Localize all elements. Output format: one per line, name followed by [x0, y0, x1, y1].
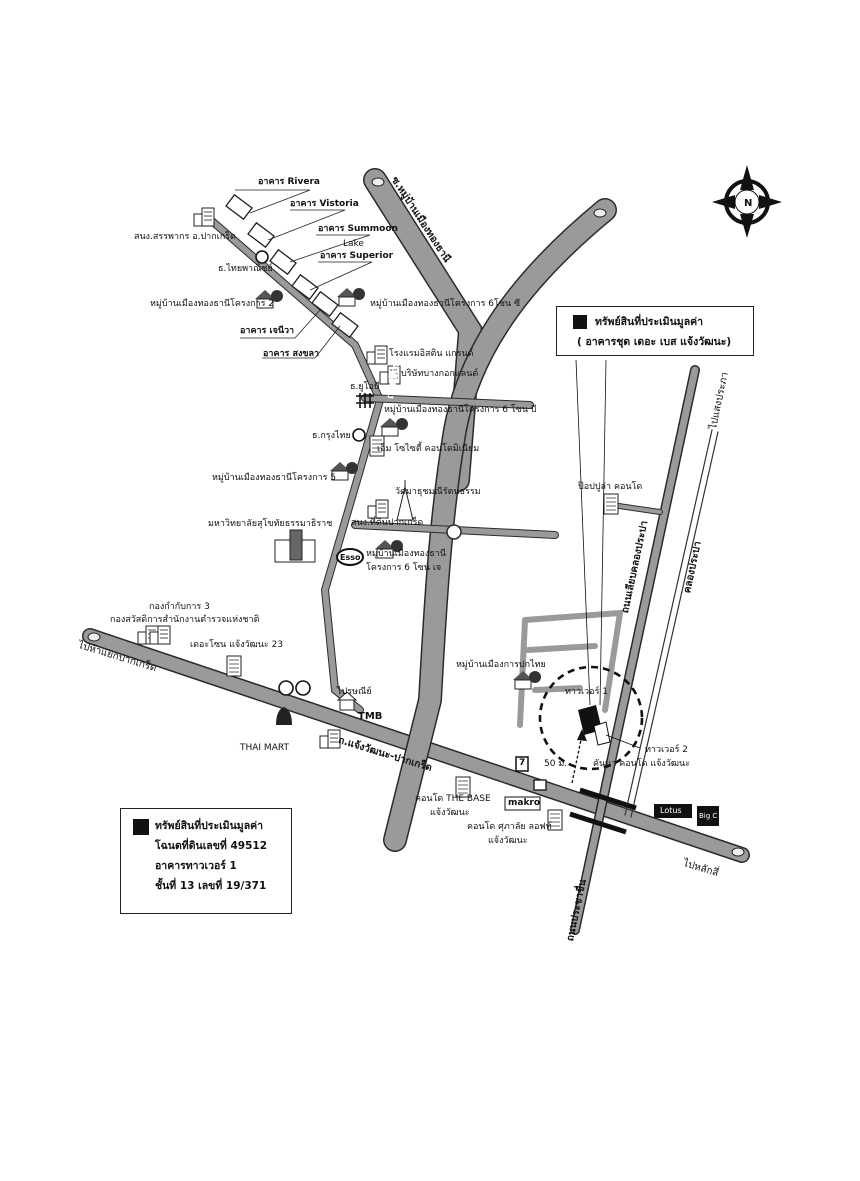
label-big-c: Big C [699, 812, 718, 820]
uob-bank-icon [356, 393, 374, 408]
label-bangkok-land: บริษัทบางกอกแลนด์ [401, 369, 479, 379]
label-revenue-office: สนง.สรรพากร อ.ปากเกร็ด [134, 232, 236, 242]
label-police-welfare: กองสวัสดิการสำนักงานตำรวจแห่งชาติ [110, 615, 260, 625]
label-m-ciety: เอ็ม โซไซตี้ คอนโดมิเนียม [377, 444, 480, 454]
property-legend-deed: โฉนดที่ดินเลขที่ 49512 [155, 840, 268, 852]
thai-panich-icon [255, 250, 269, 264]
label-lotus: Lotus [660, 806, 682, 815]
label-makro: makro [508, 798, 541, 808]
overpass [569, 787, 637, 835]
label-tower-1: ทาวเวอร์ 1 [565, 687, 608, 697]
bank-icon-2 [295, 680, 311, 696]
muangthong-buildings [225, 193, 359, 339]
label-mtt-village-2: หมู่บ้านเมืองทองธานีโครงการ 2 [150, 299, 275, 309]
label-mtt-project-5: หมู่บ้านเมืองทองธานีโครงการ 5 [212, 473, 337, 483]
makro-logo-icon [504, 796, 541, 811]
bank-icon-3 [276, 707, 292, 725]
label-stou: มหาวิทยาลัยสุโขทัยธรรมาธิราช [208, 519, 333, 529]
label-hotel: โรงแรมอิสติน แกรนด์ [389, 349, 474, 359]
label-distance: 50 ม. [544, 759, 568, 769]
label-the-zone: เดอะโซน แจ้งวัฒนะ 23 [190, 640, 284, 650]
label-vistoria: อาคาร Vistoria [290, 199, 359, 209]
label-seven: 7 [519, 758, 526, 768]
label-lake: Lake [343, 239, 364, 249]
big-c-logo-icon [697, 806, 719, 826]
property-legend-box: ทรัพย์สินที่ประเมินมูลค่า โฉนดที่ดินเลขท… [120, 808, 292, 914]
stou-building-icon [274, 529, 316, 563]
subject-legend-box: ทรัพย์สินที่ประเมินมูลค่า ( อาคารชุด เดอ… [556, 306, 754, 356]
label-rivera: อาคาร Rivera [258, 177, 320, 187]
label-superior: อาคาร Superior [320, 251, 394, 261]
label-land-office: สนง.ที่ดินปากเกร็ด [351, 518, 424, 528]
esso-icon [336, 548, 364, 566]
roundabout [446, 524, 462, 540]
property-marker-square [133, 819, 149, 835]
label-the-base-2: แจ้งวัฒนะ [430, 808, 470, 818]
label-popular-condo: ป๊อปปูล่า คอนโด [578, 482, 643, 492]
label-police-unit: กองกำกับการ 3 [149, 602, 210, 612]
label-knight-loft-2: แจ้งวัฒนะ [488, 836, 528, 846]
honda-icon [533, 779, 547, 791]
label-post-office: ไปรษณีย์ [337, 687, 372, 697]
subject-legend-subtitle: ( อาคารชุด เดอะ เบส แจ้งวัฒนะ) [577, 336, 732, 348]
compass-north-label: N [744, 198, 753, 209]
bank-icon-1 [278, 680, 294, 696]
distance-arrow [571, 734, 583, 784]
lotus-logo-icon [654, 804, 692, 818]
seven-eleven-icon [515, 756, 529, 772]
label-songkhla: อาคาร สงขลา [263, 349, 320, 359]
label-geneva: อาคาร เจนีวา [240, 326, 295, 336]
label-thai-mart: THAI MART [240, 743, 289, 753]
label-kanda: คันนา คอนโด แจ้งวัฒนะ [593, 759, 690, 769]
krungthai-icon [352, 428, 366, 442]
property-legend-building: อาคารทาวเวอร์ 1 [155, 860, 237, 872]
label-tmb: TMB [358, 711, 383, 722]
label-summoon: อาคาร Summoon [318, 224, 398, 234]
label-mtt-zone-j-2: โครงการ 6 โซน เจ [366, 563, 442, 573]
subject-marker-square [573, 315, 587, 329]
label-the-base: คอนโด THE BASE [415, 794, 491, 804]
compass-icon [712, 165, 782, 238]
label-mtt-village-c: หมู่บ้านเมืองทองธานีโครงการ 6โซน ซี [370, 299, 521, 309]
road-network [82, 168, 750, 935]
label-krungthai: ธ.กรุงไทย [312, 431, 351, 441]
label-wat: วัดมาธุชมณีรัตนธรรม [395, 487, 481, 497]
label-tower-2: ทาวเวอร์ 2 [645, 745, 688, 755]
label-mtt-zone-j-1: หมู่บ้านเมืองทองธานี [366, 549, 447, 559]
subject-location-circle [538, 665, 644, 771]
label-mtt-zone-b: หมู่บ้านเมืองทองธานีโครงการ 6 โซน บี [384, 405, 537, 415]
label-thai-panich: ธ.ไทยพาณิชย์ [218, 264, 273, 274]
label-esso: Esso [340, 553, 361, 562]
property-legend-title: ทรัพย์สินที่ประเมินมูลค่า [155, 820, 264, 832]
label-uob: ธ.ยูโอบี [350, 382, 380, 392]
label-mtt-pakkret: หมู่บ้านเมืองการปกไทย [456, 660, 546, 670]
property-legend-unit: ชั้นที่ 13 เลขที่ 19/371 [155, 880, 267, 892]
post-office-icon [336, 691, 358, 711]
temple-icon [396, 480, 414, 521]
label-knight-loft-1: คอนโด ศุภาลัย ลอฟท์ [467, 822, 552, 832]
subject-legend-title: ทรัพย์สินที่ประเมินมูลค่า [595, 316, 704, 328]
